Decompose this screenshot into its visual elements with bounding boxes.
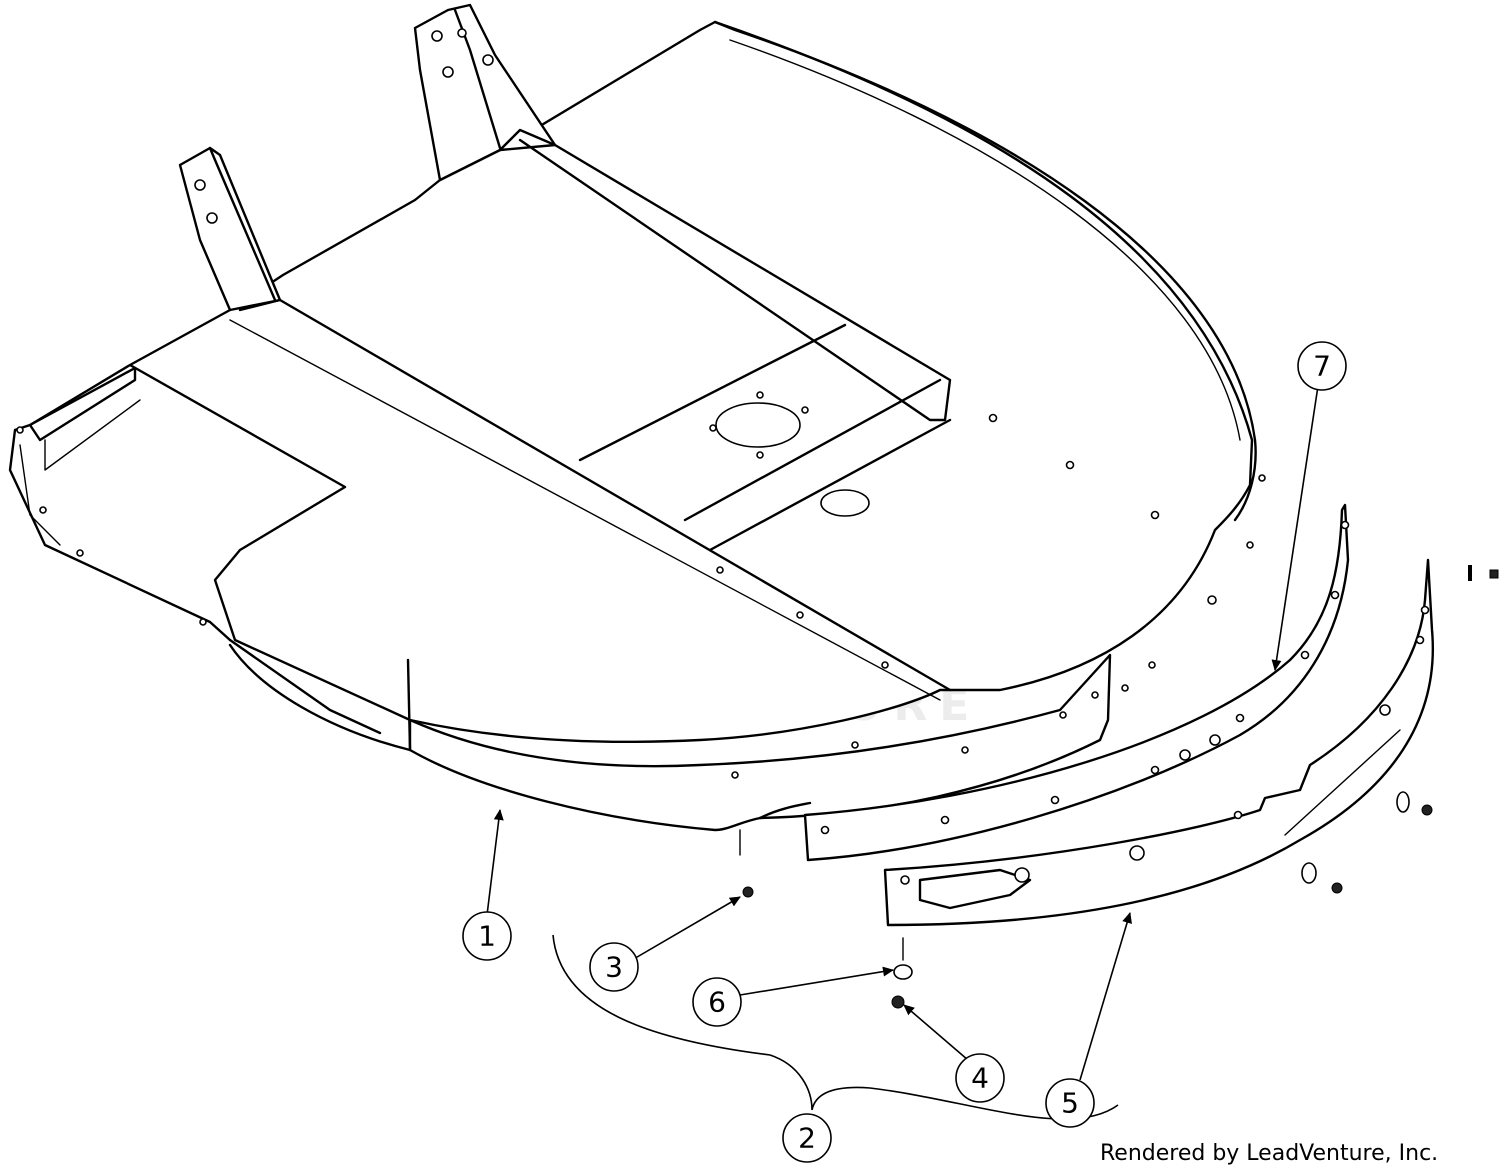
callout-6[interactable]: 6 <box>692 977 742 1027</box>
loose-hardware <box>739 565 1499 1009</box>
callout-2-label: 2 <box>798 1122 816 1155</box>
leader-lines <box>486 385 1319 1081</box>
callout-3[interactable]: 3 <box>589 942 639 992</box>
inner-baffle-strip <box>803 503 1350 862</box>
callout-6-label: 6 <box>708 986 726 1019</box>
callout-1-label: 1 <box>478 920 496 953</box>
callout-7-label: 7 <box>1313 350 1331 383</box>
deck-housing <box>8 3 1266 832</box>
callout-5-label: 5 <box>1061 1087 1079 1120</box>
outer-baffle-strip <box>883 558 1435 927</box>
render-credit: Rendered by LeadVenture, Inc. <box>1100 1141 1438 1166</box>
callout-1[interactable]: 1 <box>462 911 512 961</box>
kit-brace <box>552 934 1119 1120</box>
callout-2[interactable]: 2 <box>782 1113 832 1163</box>
callout-4-label: 4 <box>971 1062 989 1095</box>
callout-4[interactable]: 4 <box>955 1053 1005 1103</box>
callout-5[interactable]: 5 <box>1045 1078 1095 1128</box>
callout-3-label: 3 <box>605 951 623 984</box>
callout-7[interactable]: 7 <box>1297 341 1347 391</box>
